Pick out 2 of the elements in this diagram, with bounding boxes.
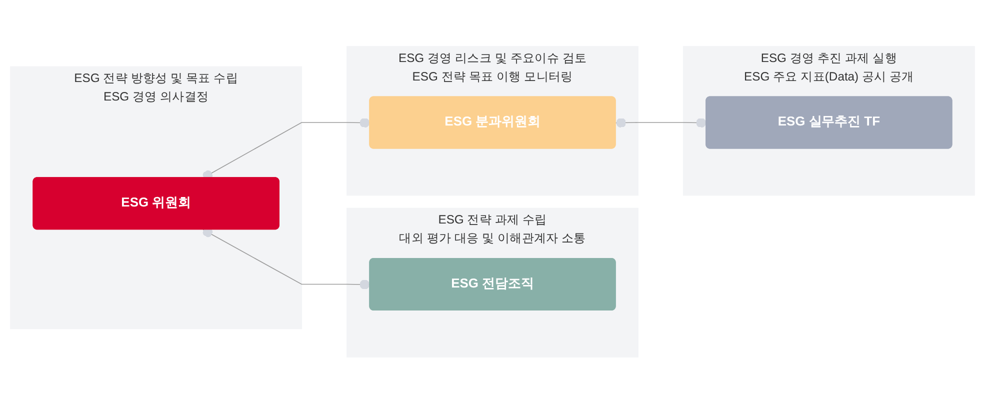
connector <box>615 118 707 128</box>
connector <box>202 227 370 290</box>
